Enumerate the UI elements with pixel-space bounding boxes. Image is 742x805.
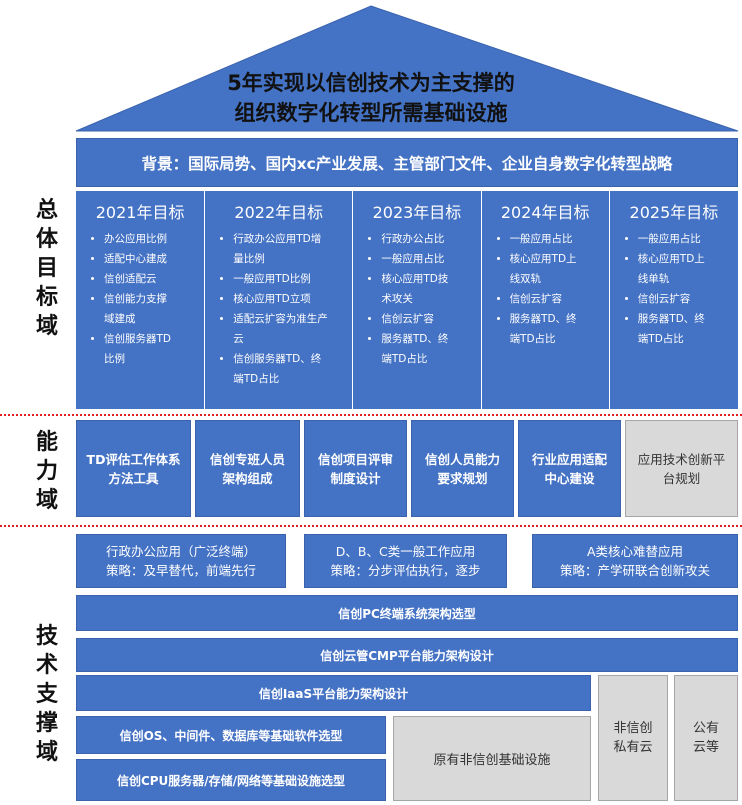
goal-item: 核心应用TD技术攻关 [381, 269, 457, 309]
goal-list: 行政办公占比 一般应用占比 核心应用TD技术攻关 信创云扩容 服务器TD、终端T… [353, 229, 480, 369]
domain-divider-1 [0, 414, 742, 416]
goal-column-2022: 2022年目标 行政办公应用TD增量比例 一般应用TD比例 核心应用TD立项 适… [205, 191, 354, 409]
background-bar: 背景：国际局势、国内xc产业发展、主管部门文件、企业自身数字化转型战略 [76, 138, 738, 187]
capability-box: 行业应用适配中心建设 [518, 420, 621, 517]
goal-item: 行政办公占比 [381, 229, 480, 249]
goal-item: 核心应用TD上线单轨 [638, 249, 714, 289]
goal-item: 信创适配云 [104, 269, 204, 289]
goal-column-2021: 2021年目标 办公应用比例 适配中心建成 信创适配云 信创能力支撑域建成 信创… [76, 191, 206, 409]
goal-item: 办公应用比例 [104, 229, 204, 249]
pc-terminal-bar: 信创PC终端系统架构选型 [76, 595, 738, 631]
goal-item: 一般应用TD比例 [233, 269, 352, 289]
goal-year-title: 2021年目标 [95, 203, 185, 222]
tech-domain-label: 技术支撑域 [32, 622, 62, 767]
goal-item: 信创服务器TD比例 [104, 329, 174, 369]
goal-item: 信创云扩容 [381, 309, 480, 329]
goal-item: 信创服务器TD、终端TD占比 [233, 349, 331, 389]
goal-item: 一般应用占比 [381, 249, 480, 269]
goal-item: 信创云扩容 [638, 289, 738, 309]
goal-item: 信创云扩容 [510, 289, 609, 309]
goal-item: 核心应用TD上线双轨 [510, 249, 586, 289]
capability-box: 信创项目评审制度设计 [304, 420, 407, 517]
strategy-text: 策略：产学研联合创新攻关 [559, 563, 710, 578]
capability-domain-text: 能力域 [35, 430, 58, 513]
tech-domain-text: 技术支撑域 [35, 624, 58, 765]
goal-list: 行政办公应用TD增量比例 一般应用TD比例 核心应用TD立项 适配云扩容为准生产… [205, 229, 352, 389]
strategy-box-general: D、B、C类一般工作应用 策略：分步评估执行，逐步 [304, 534, 507, 588]
goal-year-title: 2025年目标 [629, 203, 719, 222]
capability-box-planned: 应用技术创新平台规划 [625, 420, 738, 517]
goal-item: 适配中心建成 [104, 249, 204, 269]
goal-list: 一般应用占比 核心应用TD上线双轨 信创云扩容 服务器TD、终端TD占比 [482, 229, 609, 349]
capability-box: TD评估工作体系方法工具 [76, 420, 191, 517]
strategy-text: 策略：分步评估执行，逐步 [330, 563, 481, 578]
goal-item: 信创能力支撑域建成 [104, 289, 174, 329]
roof-title-line-1: 5年实现以信创技术为主支撑的 [227, 71, 515, 95]
infrastructure-hardware-bar: 信创CPU服务器/存储/网络等基础设施选型 [76, 759, 386, 801]
strategy-text: 策略：及早替代，前端先行 [105, 563, 256, 578]
domain-divider-2 [0, 525, 742, 527]
goal-list: 办公应用比例 适配中心建成 信创适配云 信创能力支撑域建成 信创服务器TD比例 [76, 229, 204, 369]
strategy-title: D、B、C类一般工作应用 [335, 544, 476, 559]
private-cloud-box: 非信创私有云 [598, 675, 668, 801]
goal-domain-label: 总体目标域 [32, 196, 62, 341]
roof-title: 5年实现以信创技术为主支撑的 组织数字化转型所需基础设施 [180, 68, 562, 128]
goal-list: 一般应用占比 核心应用TD上线单轨 信创云扩容 服务器TD、终端TD占比 [610, 229, 738, 349]
goal-item: 一般应用占比 [638, 229, 738, 249]
goal-year-title: 2024年目标 [500, 203, 590, 222]
goal-item: 适配云扩容为准生产云 [233, 309, 331, 349]
capability-box: 信创专班人员架构组成 [195, 420, 300, 517]
goal-column-2024: 2024年目标 一般应用占比 核心应用TD上线双轨 信创云扩容 服务器TD、终端… [481, 191, 610, 409]
basic-software-bar: 信创OS、中间件、数据库等基础软件选型 [76, 716, 386, 754]
strategy-title: 行政办公应用（广泛终端） [105, 544, 256, 559]
strategy-box-office: 行政办公应用（广泛终端） 策略：及早替代，前端先行 [76, 534, 286, 588]
public-cloud-box: 公有云等 [674, 675, 738, 801]
goal-item: 行政办公应用TD增量比例 [233, 229, 331, 269]
iaas-platform-bar: 信创IaaS平台能力架构设计 [76, 675, 591, 711]
goal-item: 服务器TD、终端TD占比 [510, 309, 586, 349]
roof [75, 5, 739, 132]
goal-column-2025: 2025年目标 一般应用占比 核心应用TD上线单轨 信创云扩容 服务器TD、终端… [609, 191, 739, 409]
goal-item: 一般应用占比 [510, 229, 609, 249]
goals-panel: 2021年目标 办公应用比例 适配中心建成 信创适配云 信创能力支撑域建成 信创… [76, 191, 739, 409]
roof-title-line-2: 组织数字化转型所需基础设施 [234, 101, 508, 125]
goal-item: 服务器TD、终端TD占比 [381, 329, 457, 369]
goal-item: 核心应用TD立项 [233, 289, 352, 309]
capability-domain-label: 能力域 [32, 428, 62, 515]
cmp-platform-bar: 信创云管CMP平台能力架构设计 [76, 638, 738, 672]
goal-year-title: 2023年目标 [372, 203, 462, 222]
goal-item: 服务器TD、终端TD占比 [638, 309, 714, 349]
goal-year-title: 2022年目标 [234, 203, 324, 222]
strategy-title: A类核心难替应用 [586, 544, 684, 559]
goal-domain-text: 总体目标域 [35, 198, 58, 339]
goal-column-2023: 2023年目标 行政办公占比 一般应用占比 核心应用TD技术攻关 信创云扩容 服… [353, 191, 482, 409]
strategy-box-core: A类核心难替应用 策略：产学研联合创新攻关 [532, 534, 738, 588]
legacy-infrastructure-box: 原有非信创基础设施 [393, 716, 591, 801]
capability-box: 信创人员能力要求规划 [411, 420, 514, 517]
